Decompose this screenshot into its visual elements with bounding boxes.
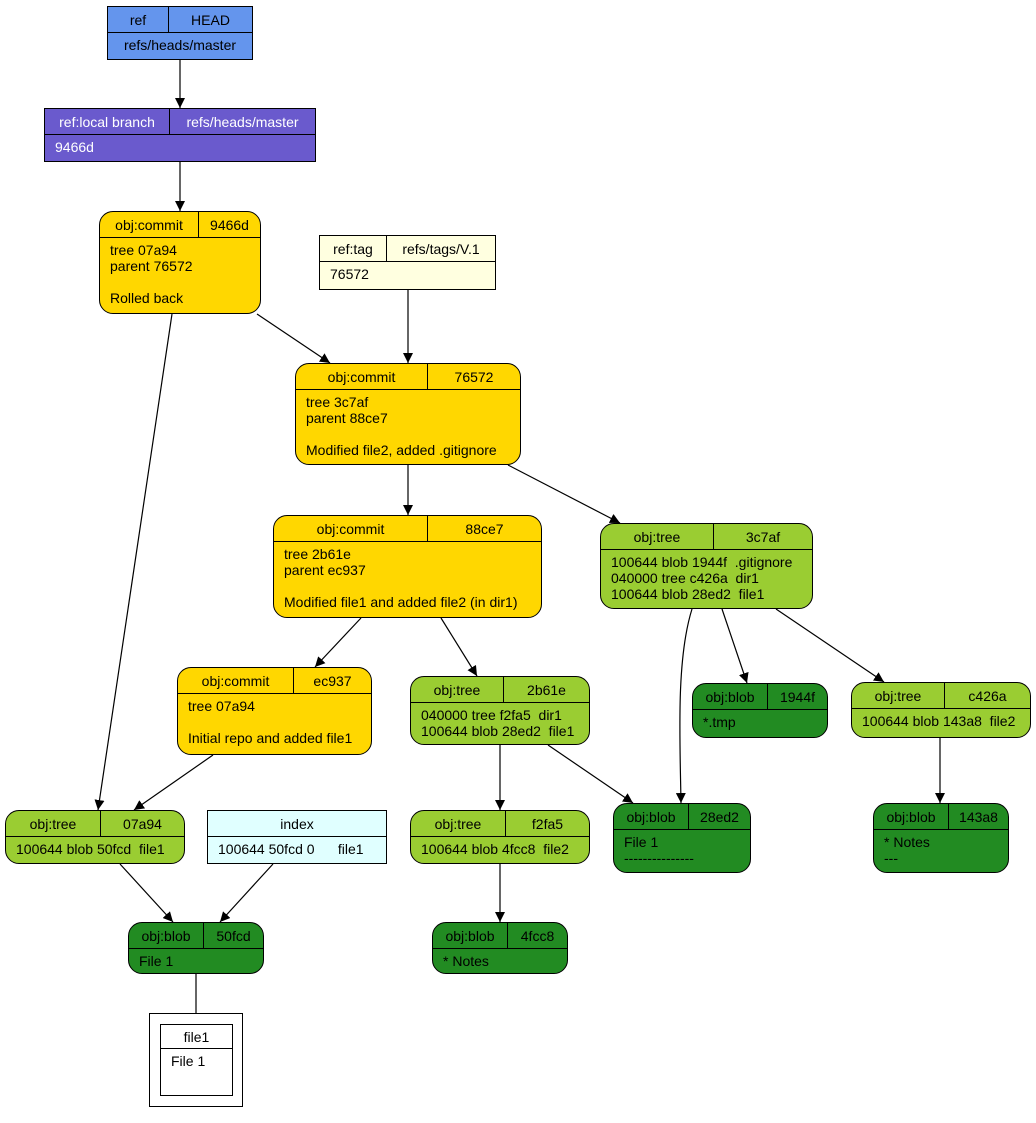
edge-3c7af-to-blob-1944f — [721, 608, 749, 684]
node-body: 100644 blob 143a8 file2 — [862, 713, 1016, 729]
node-body: 100644 50fcd 0 file1 — [218, 841, 364, 857]
blob-50fcd-node[interactable]: obj:blob 50fcd File 1 — [128, 922, 264, 974]
node-body: 040000 tree f2fa5 dir1 100644 blob 28ed2… — [421, 707, 575, 739]
edge-3c7af-to-tree-c426a — [775, 608, 885, 683]
edge-9466d-to-tree-07a94 — [94, 313, 173, 811]
tree-c426a-node[interactable]: obj:tree c426a 100644 blob 143a8 file2 — [851, 682, 1031, 738]
edge-index-to-blob-50fcd — [219, 863, 274, 923]
node-type-label: obj:tree — [29, 815, 77, 832]
node-id-label: 28ed2 — [688, 804, 750, 829]
edge-88ce7-to-ec937 — [314, 617, 362, 668]
node-body: *.tmp — [703, 714, 736, 730]
node-body: 100644 blob 1944f .gitignore 040000 tree… — [611, 554, 793, 602]
node-body: File 1 — [139, 953, 174, 969]
node-id-label: 88ce7 — [427, 516, 541, 541]
edge-9466d-to-76572 — [256, 313, 331, 364]
node-type-label: index — [280, 815, 314, 832]
head-ref-node[interactable]: ref HEAD refs/heads/master — [107, 6, 253, 60]
node-type-label: obj:tree — [633, 528, 681, 545]
node-body: 100644 blob 4fcc8 file2 — [421, 841, 569, 857]
tree-f2fa5-node[interactable]: obj:tree f2fa5 100644 blob 4fcc8 file2 — [410, 810, 590, 864]
node-id-label: 1944f — [767, 684, 827, 709]
node-type-label: obj:blob — [141, 927, 191, 944]
node-body: * Notes — [443, 953, 489, 969]
node-id-label: 76572 — [427, 364, 520, 389]
edge-76572-to-tree-3c7af — [507, 464, 621, 524]
local-branch-ref-node[interactable]: ref:local branch refs/heads/master 9466d — [44, 108, 316, 162]
index-node[interactable]: index 100644 50fcd 0 file1 — [207, 810, 387, 864]
node-type-label: ref:tag — [333, 240, 373, 257]
node-body: 100644 blob 50fcd file1 — [16, 841, 165, 857]
edge-ec937-to-tree-07a94 — [133, 754, 214, 811]
node-type-label: obj:tree — [434, 815, 482, 832]
edge-3c7af-to-blob-28ed2 — [675, 608, 693, 804]
blob-28ed2-node[interactable]: obj:blob 28ed2 File 1 --------------- — [613, 803, 751, 873]
commit-ec937-node[interactable]: obj:commit ec937 tree 07a94 Initial repo … — [177, 667, 372, 755]
tree-07a94-node[interactable]: obj:tree 07a94 100644 blob 50fcd file1 — [5, 810, 185, 864]
node-type-label: obj:commit — [201, 672, 270, 689]
tree-2b61e-node[interactable]: obj:tree 2b61e 040000 tree f2fa5 dir1 100… — [410, 676, 590, 745]
blob-4fcc8-node[interactable]: obj:blob 4fcc8 * Notes — [432, 922, 568, 974]
node-id-label: 143a8 — [948, 804, 1008, 829]
node-id-label: ec937 — [293, 668, 371, 693]
commit-88ce7-node[interactable]: obj:commit 88ce7 tree 2b61e parent ec937 … — [273, 515, 542, 618]
node-type-label: ref — [129, 11, 147, 28]
node-id-label: 3c7af — [713, 524, 812, 549]
file-name-label: file1 — [183, 1028, 210, 1045]
blob-1944f-node[interactable]: obj:blob 1944f *.tmp — [692, 683, 828, 738]
node-id-label: c426a — [944, 683, 1030, 708]
node-body: tree 2b61e parent ec937 Modified file1 a… — [284, 546, 518, 610]
node-type-label: obj:commit — [316, 520, 385, 537]
node-id-label: refs/tags/V.1 — [386, 236, 495, 261]
working-file-node[interactable]: file1 File 1 — [160, 1024, 233, 1096]
node-id-label: 9466d — [198, 212, 260, 237]
commit-9466d-node[interactable]: obj:commit 9466d tree 07a94 parent 76572 … — [99, 211, 261, 314]
node-type-label: obj:tree — [874, 687, 922, 704]
file-content: File 1 — [171, 1053, 206, 1069]
edge-88ce7-to-tree-2b61e — [440, 617, 478, 677]
node-id-label: 4fcc8 — [507, 923, 567, 948]
blob-143a8-node[interactable]: obj:blob 143a8 * Notes --- — [873, 803, 1009, 873]
tree-3c7af-node[interactable]: obj:tree 3c7af 100644 blob 1944f .gitigno… — [600, 523, 813, 609]
node-type-label: ref:local branch — [59, 113, 155, 130]
node-id-label: refs/heads/master — [169, 109, 315, 134]
node-type-label: obj:commit — [115, 216, 183, 233]
node-id-label: 07a94 — [100, 811, 184, 836]
node-body: tree 07a94 Initial repo and added file1 — [188, 698, 353, 746]
node-body: tree 07a94 parent 76572 Rolled back — [110, 242, 193, 306]
node-body: tree 3c7af parent 88ce7 Modified file2, … — [306, 394, 497, 458]
commit-76572-node[interactable]: obj:commit 76572 tree 3c7af parent 88ce7 … — [295, 363, 521, 465]
node-body: refs/heads/master — [123, 37, 237, 53]
node-id-label: f2fa5 — [505, 811, 589, 836]
node-id-label: 2b61e — [503, 677, 589, 702]
node-body: File 1 --------------- — [624, 834, 694, 866]
node-type-label: obj:blob — [705, 688, 755, 705]
node-body: * Notes --- — [884, 834, 930, 866]
node-type-label: obj:tree — [433, 681, 481, 698]
node-type-label: obj:blob — [445, 927, 495, 944]
node-body: 76572 — [330, 266, 369, 282]
node-body: 9466d — [55, 139, 94, 155]
node-id-label: HEAD — [168, 7, 252, 32]
edge-2b61e-to-blob-28ed2 — [547, 744, 634, 804]
tag-ref-node[interactable]: ref:tag refs/tags/V.1 76572 — [319, 235, 496, 290]
node-id-label: 50fcd — [203, 923, 263, 948]
node-type-label: obj:blob — [886, 808, 936, 825]
edge-tree-07a94-to-blob-50fcd — [119, 863, 174, 923]
node-type-label: obj:blob — [626, 808, 676, 825]
node-type-label: obj:commit — [327, 368, 396, 385]
